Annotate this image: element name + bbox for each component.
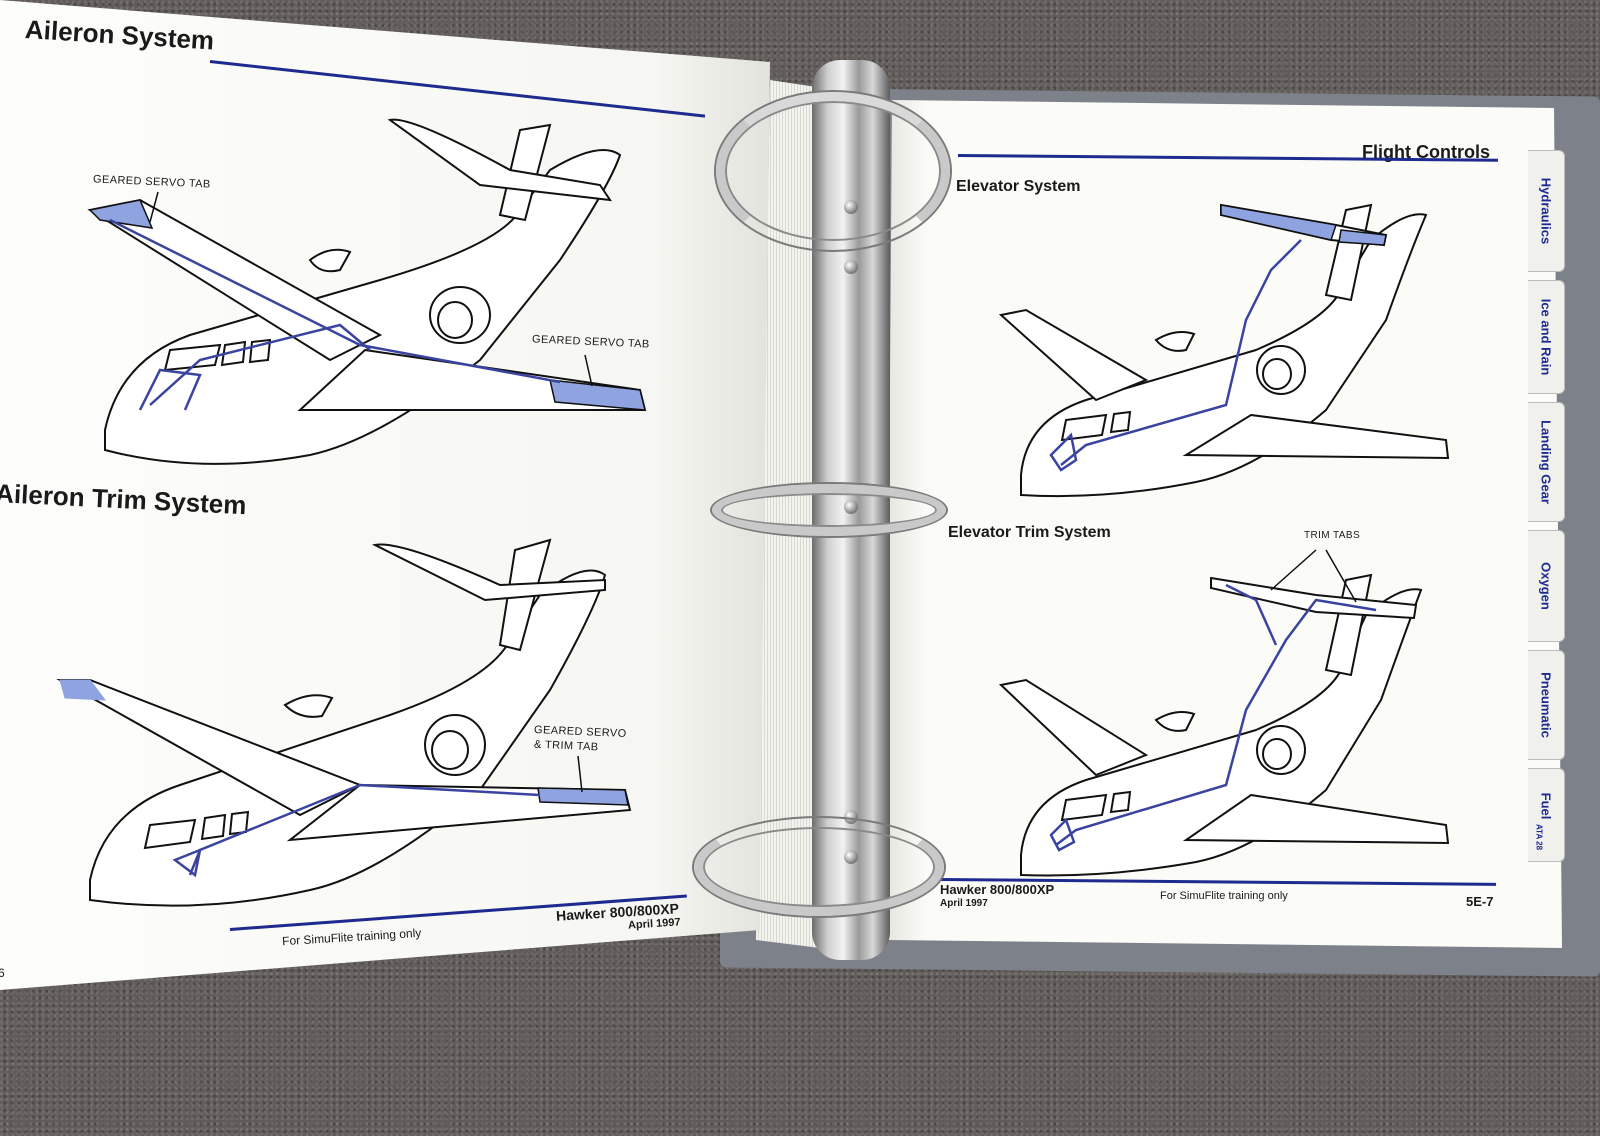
tab-fuel-ata: ATA 28 <box>1534 824 1544 851</box>
elevator-trim-system-title: Elevator Trim System <box>948 524 1111 541</box>
section-tabs: Hydraulics Ice and Rain Landing Gear Oxy… <box>1528 150 1568 862</box>
tab-oxygen-label: Oxygen <box>1538 562 1554 610</box>
left-page: Aileron System GEARED SERVO TAB GEARED S… <box>0 0 770 990</box>
elevator-system-title: Elevator System <box>956 178 1081 195</box>
left-page-number: 6 <box>0 966 5 980</box>
binder-ring-top <box>716 92 950 250</box>
tab-pneumatic-label: Pneumatic <box>1538 672 1554 738</box>
left-header-rule <box>209 60 706 118</box>
aileron-system-diagram <box>87 118 647 465</box>
binder-ring-bottom <box>694 818 944 916</box>
aileron-trim-system-diagram <box>56 538 632 907</box>
right-footer-note: For SimuFlite training only <box>1160 890 1288 902</box>
tab-landing-gear-label: Landing Gear <box>1538 420 1554 504</box>
right-page: Flight Controls Elevator System Elevator… <box>886 100 1562 948</box>
spine-rivet <box>844 260 858 274</box>
tab-fuel-label: Fuel <box>1538 792 1554 820</box>
elevator-system-diagram <box>998 203 1450 498</box>
elevator-trim-system-diagram <box>998 549 1450 877</box>
tab-ice-and-rain[interactable]: Ice and Rain <box>1528 280 1565 394</box>
right-page-number: 5E-7 <box>1466 894 1494 909</box>
left-footer-note: For SimuFlite training only <box>281 925 422 949</box>
tab-hydraulics-label: Hydraulics <box>1538 177 1554 245</box>
tab-fuel[interactable]: Fuel ATA 28 <box>1528 768 1565 862</box>
right-footer-date: April 1997 <box>940 898 988 909</box>
tab-landing-gear[interactable]: Landing Gear <box>1528 402 1565 522</box>
tab-hydraulics[interactable]: Hydraulics <box>1528 150 1565 272</box>
aileron-trim-system-title: Aileron Trim System <box>0 478 248 521</box>
left-footer-date: April 1997 <box>627 916 681 932</box>
aileron-system-title: Aileron System <box>24 14 215 56</box>
tab-oxygen[interactable]: Oxygen <box>1528 530 1565 642</box>
tab-ice-and-rain-label: Ice and Rain <box>1538 298 1554 376</box>
trim-tabs-callout: TRIM TABS <box>1304 530 1361 541</box>
binder-ring-middle <box>712 484 946 536</box>
tab-pneumatic[interactable]: Pneumatic <box>1528 650 1565 760</box>
right-footer-model: Hawker 800/800XP <box>940 882 1055 897</box>
